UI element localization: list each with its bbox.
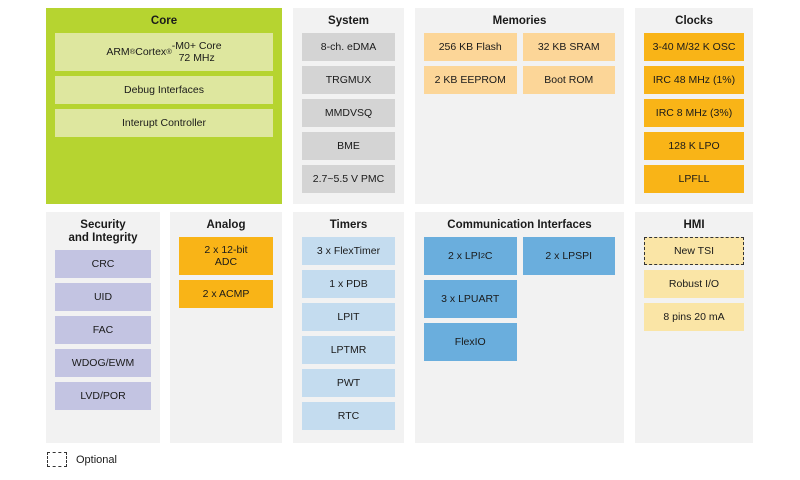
block-clocks-3[interactable]: 128 K LPO xyxy=(644,132,744,160)
block-memories-0[interactable]: 256 KB Flash xyxy=(424,33,517,61)
block-security-3[interactable]: WDOG/EWM xyxy=(55,349,151,377)
block-security-0[interactable]: CRC xyxy=(55,250,151,278)
block-core-1[interactable]: Debug Interfaces xyxy=(55,76,273,104)
block-core-2[interactable]: Interupt Controller xyxy=(55,109,273,137)
panel-title-core: Core xyxy=(150,15,178,27)
block-system-1[interactable]: TRGMUX xyxy=(302,66,395,94)
block-list-timers: 3 x FlexTimer 1 x PDB LPIT LPTMR PWT RTC xyxy=(293,237,404,430)
panel-clocks: Clocks 3-40 M/32 K OSC IRC 48 MHz (1%) IRC … xyxy=(635,8,753,204)
block-list-clocks: 3-40 M/32 K OSC IRC 48 MHz (1%) IRC 8 MHz … xyxy=(635,33,753,193)
block-communication-1[interactable]: 2 x LPSPI xyxy=(522,237,615,275)
block-list-system: 8-ch. eDMA TRGMUX MMDVSQ BME 2.7~5.5 V PMC xyxy=(293,33,404,193)
block-clocks-1[interactable]: IRC 48 MHz (1%) xyxy=(644,66,744,94)
block-analog-1[interactable]: 2 x ACMP xyxy=(179,280,273,308)
panel-title-clocks: Clocks xyxy=(675,15,713,27)
panel-title-timers: Timers xyxy=(329,219,368,231)
panel-hmi: HMI New TSI Robust I/O 8 pins 20 mA xyxy=(635,212,753,443)
block-communication-2[interactable]: 3 x LPUART xyxy=(424,280,517,318)
legend-label: Optional xyxy=(76,453,117,466)
block-list-hmi: New TSI Robust I/O 8 pins 20 mA xyxy=(635,237,753,331)
block-timers-5[interactable]: RTC xyxy=(302,402,395,430)
panel-title-analog: Analog xyxy=(206,219,246,231)
block-timers-3[interactable]: LPTMR xyxy=(302,336,395,364)
panel-timers: Timers 3 x FlexTimer 1 x PDB LPIT LPTMR PWT RT… xyxy=(293,212,404,443)
block-clocks-4[interactable]: LPFLL xyxy=(644,165,744,193)
block-system-4[interactable]: 2.7~5.5 V PMC xyxy=(302,165,395,193)
block-analog-0[interactable]: 2 x 12-bit ADC xyxy=(179,237,273,275)
block-hmi-0[interactable]: New TSI xyxy=(644,237,744,265)
block-memories-3[interactable]: Boot ROM xyxy=(522,66,615,94)
block-memories-2[interactable]: 2 KB EEPROM xyxy=(424,66,517,94)
block-timers-0[interactable]: 3 x FlexTimer xyxy=(302,237,395,265)
legend: Optional xyxy=(47,452,117,467)
block-security-2[interactable]: FAC xyxy=(55,316,151,344)
block-system-2[interactable]: MMDVSQ xyxy=(302,99,395,127)
block-security-1[interactable]: UID xyxy=(55,283,151,311)
panel-title-communication: Communication Interfaces xyxy=(447,219,592,231)
block-timers-4[interactable]: PWT xyxy=(302,369,395,397)
block-communication-4[interactable]: FlexIO xyxy=(424,323,517,361)
block-system-3[interactable]: BME xyxy=(302,132,395,160)
panel-analog: Analog 2 x 12-bit ADC 2 x ACMP xyxy=(170,212,282,443)
block-hmi-1[interactable]: Robust I/O xyxy=(644,270,744,298)
optional-swatch-icon xyxy=(47,452,67,467)
block-security-4[interactable]: LVD/POR xyxy=(55,382,151,410)
panel-title-system: System xyxy=(328,15,369,27)
block-system-0[interactable]: 8-ch. eDMA xyxy=(302,33,395,61)
block-timers-1[interactable]: 1 x PDB xyxy=(302,270,395,298)
block-clocks-2[interactable]: IRC 8 MHz (3%) xyxy=(644,99,744,127)
panel-title-hmi: HMI xyxy=(683,219,705,231)
block-spacer xyxy=(523,280,616,318)
block-timers-2[interactable]: LPIT xyxy=(302,303,395,331)
block-hmi-2[interactable]: 8 pins 20 mA xyxy=(644,303,744,331)
panel-title-memories: Memories xyxy=(492,15,547,27)
block-clocks-0[interactable]: 3-40 M/32 K OSC xyxy=(644,33,744,61)
block-memories-1[interactable]: 32 KB SRAM xyxy=(522,33,615,61)
block-list-security: CRC UID FAC WDOG/EWM LVD/POR xyxy=(46,250,160,410)
panel-title-security: Security and Integrity xyxy=(68,219,138,244)
panel-system: System 8-ch. eDMA TRGMUX MMDVSQ BME 2.7~5.5 V… xyxy=(293,8,404,204)
block-list-analog: 2 x 12-bit ADC 2 x ACMP xyxy=(170,237,282,308)
